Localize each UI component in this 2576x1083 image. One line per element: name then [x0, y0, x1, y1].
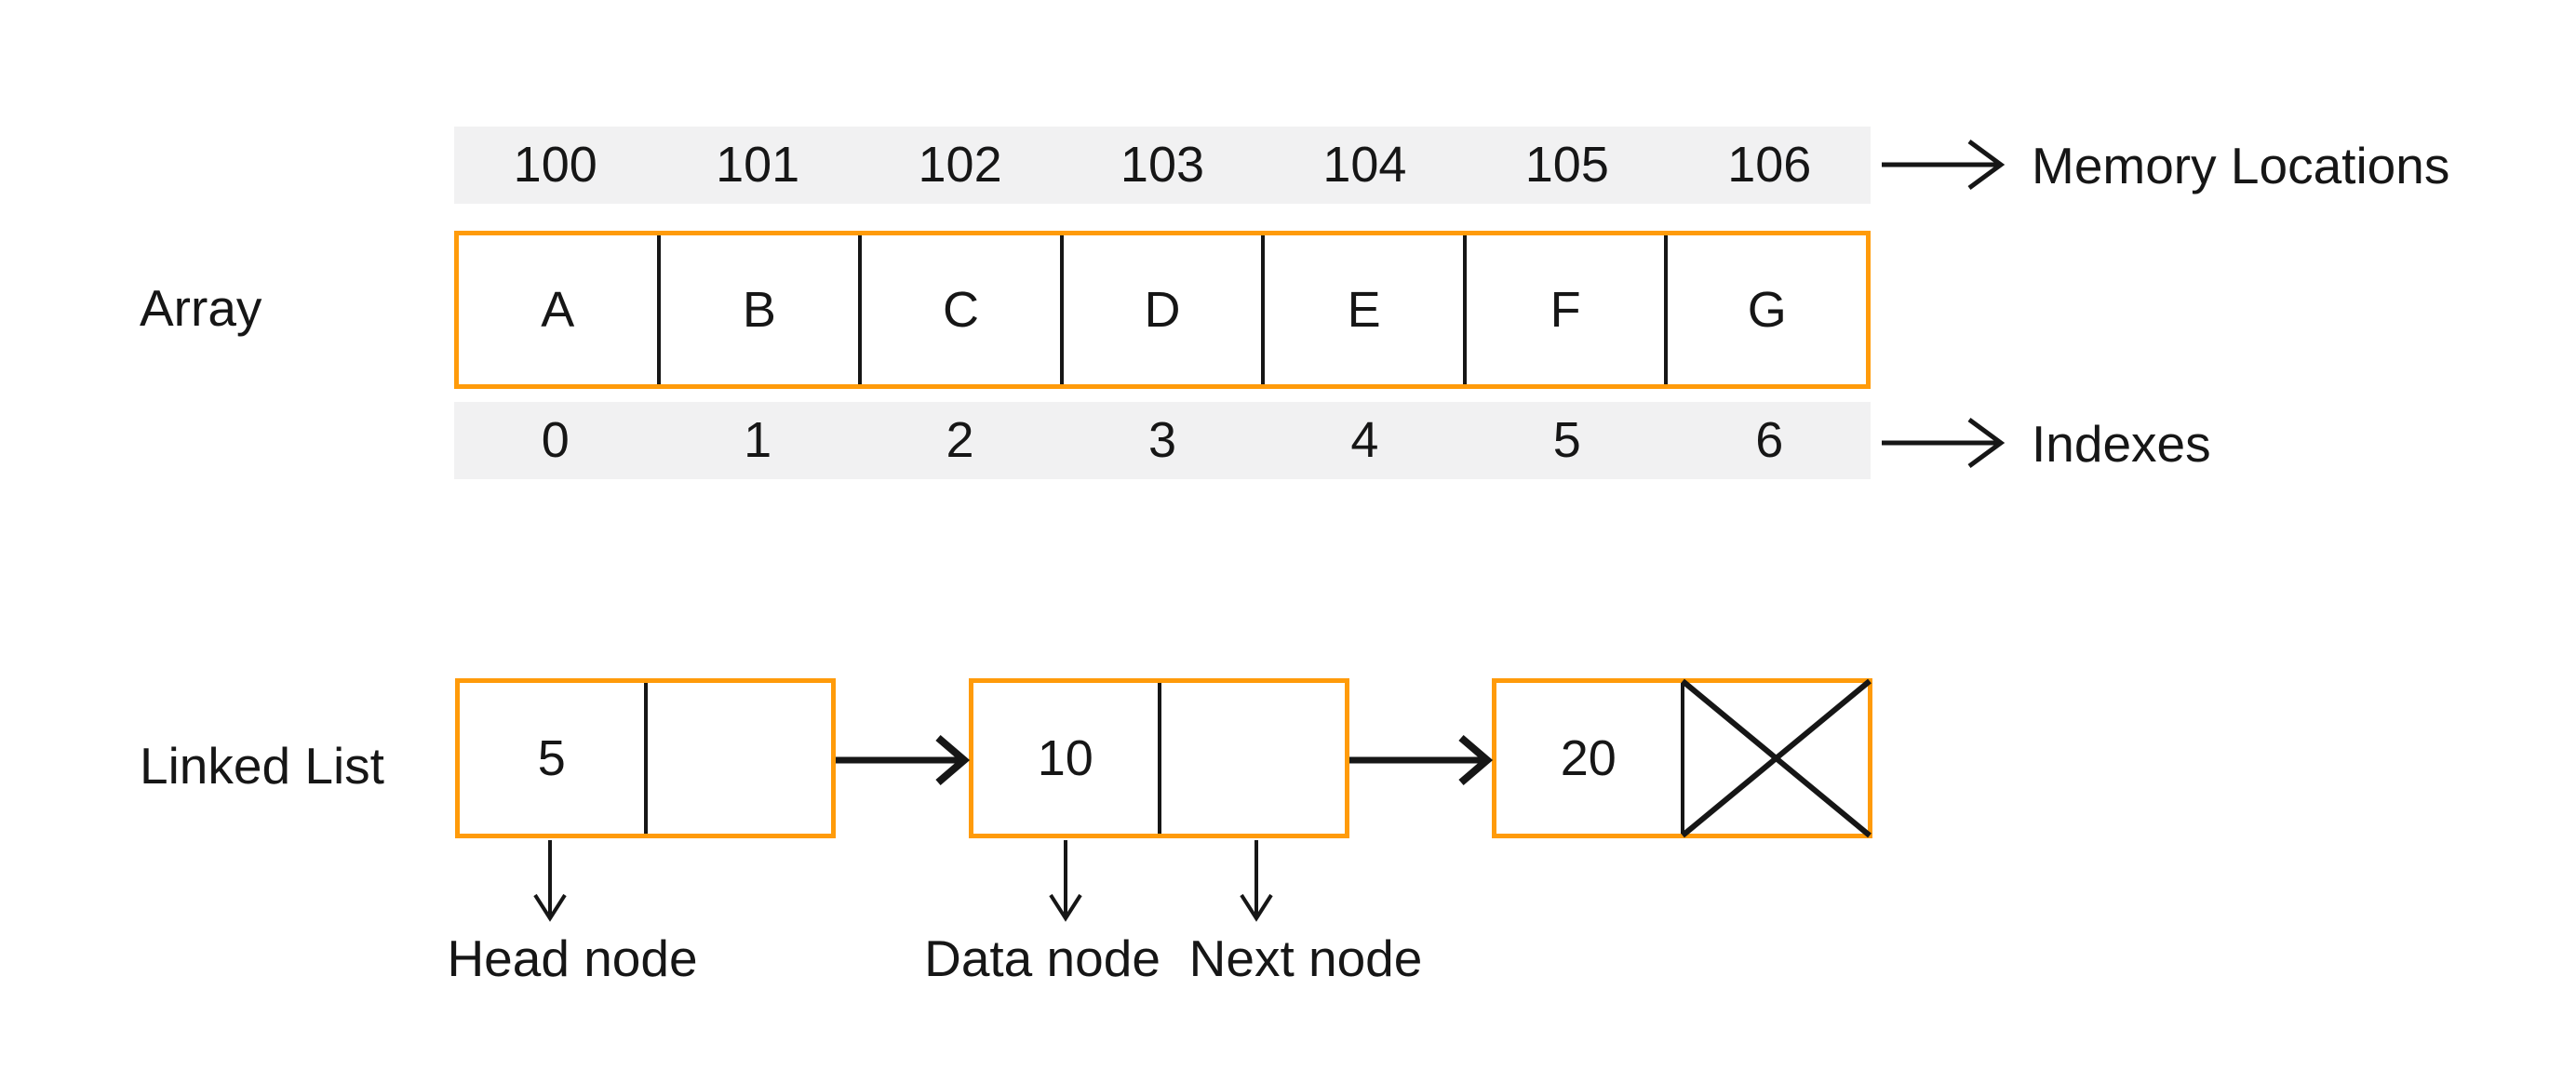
memory-locations-arrow-icon	[1882, 139, 2006, 191]
data-node-label: Data node	[924, 929, 1161, 987]
array-cell: D	[1059, 235, 1262, 384]
linked-list-node: 10	[969, 678, 1349, 838]
array-cell: B	[656, 235, 859, 384]
next-node-arrow-icon	[1240, 840, 1273, 922]
array-cell: E	[1261, 235, 1463, 384]
index-value: 6	[1755, 412, 1784, 468]
next-node-label: Next node	[1188, 929, 1423, 987]
index-value: 5	[1552, 412, 1581, 468]
node-data-value: 10	[1037, 730, 1093, 786]
node-null-pointer-slot	[1680, 683, 1869, 834]
memory-location-value: 100	[513, 137, 597, 193]
linked-list-node: 20	[1492, 678, 1872, 838]
memory-locations-label: Memory Locations	[2032, 137, 2450, 194]
memory-location-value: 105	[1524, 137, 1609, 193]
array-cell: C	[858, 235, 1060, 384]
data-node-arrow-icon	[1049, 840, 1082, 922]
head-node-arrow-icon	[533, 840, 567, 922]
index-value: 0	[541, 412, 570, 468]
indexes-band: 0 1 2 3 4 5 6	[454, 402, 1871, 479]
node-data-value: 20	[1560, 730, 1617, 786]
index-value: 1	[744, 412, 772, 468]
memory-location-value: 104	[1322, 137, 1407, 193]
index-value: 2	[946, 412, 974, 468]
linked-list-node: 5	[455, 678, 836, 838]
index-value: 4	[1350, 412, 1379, 468]
indexes-label: Indexes	[2032, 415, 2211, 473]
memory-location-value: 102	[918, 137, 1002, 193]
index-value: 3	[1147, 412, 1176, 468]
array-cell: G	[1664, 235, 1866, 384]
array-box: A B C D E F G	[454, 231, 1871, 389]
array-section-label: Array	[140, 279, 262, 337]
memory-location-value: 101	[716, 137, 800, 193]
node-pointer-slot	[643, 683, 832, 834]
indexes-arrow-icon	[1882, 417, 2006, 469]
head-node-label: Head node	[447, 929, 698, 987]
next-pointer-arrow-icon	[1349, 734, 1494, 786]
array-cell: A	[541, 282, 575, 338]
linked-list-section-label: Linked List	[140, 737, 384, 795]
memory-location-value: 106	[1727, 137, 1812, 193]
memory-location-value: 103	[1120, 137, 1205, 193]
memory-locations-band: 100 101 102 103 104 105 106	[454, 127, 1871, 204]
next-pointer-arrow-icon	[836, 734, 971, 786]
node-pointer-slot	[1157, 683, 1346, 834]
array-cell: F	[1462, 235, 1665, 384]
node-data-value: 5	[537, 730, 566, 786]
